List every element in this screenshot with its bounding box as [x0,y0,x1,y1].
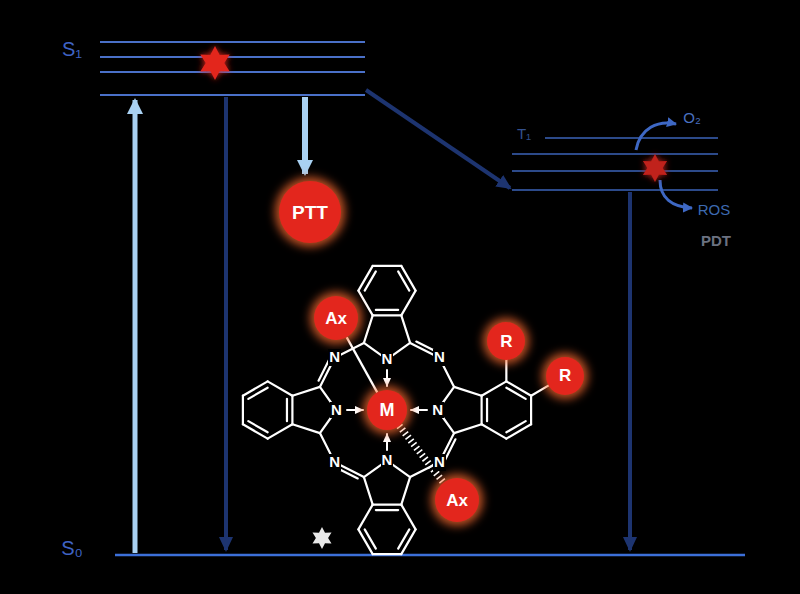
bond-line [268,424,293,438]
atom-label: N [381,351,394,368]
bond-line [482,381,507,395]
bond-line [401,266,415,291]
double-bond-line [486,399,488,421]
bond-line [373,314,402,316]
energy-level-label: S₁ [62,38,82,60]
atom-label: N [330,402,343,419]
node-text: R [500,333,512,350]
axial-ligand-circle: Ax [435,478,479,522]
double-bond-line [506,388,525,399]
substituent-bond [531,385,549,396]
bond-line [454,424,482,433]
bond-line [481,396,483,425]
absorption-arrow [133,100,138,553]
bond-line [506,381,531,395]
node-text: M [380,401,395,419]
ptt-circle: PTT [279,181,341,243]
double-bond-line [365,271,376,290]
isc-arrow [366,90,510,188]
atom-label: N [328,349,341,366]
bond-line [401,529,415,554]
bond-line [291,396,293,425]
bond-line [292,387,320,396]
double-bond-line [286,399,288,421]
energy-level-label: S₀ [61,537,83,559]
ros-label: ROS [698,202,731,219]
axial-bond [347,337,378,392]
double-bond-line [376,309,398,311]
bond-line [358,529,372,554]
bond-line [358,291,372,316]
coordination-arrow [386,434,388,450]
double-bond-line [248,388,267,399]
double-bond-line [506,421,525,432]
bond-line [358,266,372,291]
pdt-label: PDT [701,233,731,250]
axial-ligand-circle: Ax [314,296,358,340]
energy-level-label: T₁ [517,126,531,143]
bond-line [506,424,531,438]
metal-circle: M [367,390,407,430]
double-bond-line [376,509,398,511]
node-text: R [559,367,571,384]
bond-line [292,424,320,433]
node-text: Ax [446,492,468,509]
s0-level [115,554,745,557]
bond-line [401,477,410,505]
bond-line [530,396,532,425]
double-bond-line [248,421,267,432]
t1-levels [512,138,718,190]
bond-line [268,381,293,395]
substituent-bond [505,359,507,381]
bond-line [454,387,482,396]
phthalocyanine-structure [243,266,550,554]
double-bond-line [398,529,409,548]
double-bond-line [398,271,409,290]
bond-line [373,553,402,555]
node-text: Ax [325,310,347,327]
oxygen-label: O₂ [683,110,701,127]
stars [200,46,667,549]
star-symbol [643,154,667,182]
bond-line [401,315,410,343]
node-text: PTT [292,203,328,222]
atom-label: N [433,349,446,366]
oxygen-curve-arrow [636,123,676,150]
atom-label: N [431,402,444,419]
atom-label: N [433,454,446,471]
bond-line [482,424,507,438]
bond-line [243,381,268,395]
bond-line [364,477,373,505]
atom-label: N [328,454,341,471]
bond-line [373,265,402,267]
double-bond-line [365,529,376,548]
ptt-arrow [302,97,308,174]
bond-line [401,291,415,316]
coordination-arrow [347,409,363,411]
bond-line [373,504,402,506]
fluorescence-arrow [224,97,228,550]
bond-line [243,424,268,438]
star-symbol [313,527,332,549]
ros-curve-arrow [660,180,692,208]
bond-line [364,315,373,343]
bond-line [242,396,244,425]
bond-line [401,505,415,530]
atom-label: N [381,452,394,469]
bond-line [358,505,372,530]
coordination-arrow [386,370,388,386]
phosphorescence-arrow [628,192,632,550]
s1-levels [100,42,365,95]
substituent-circle: R [546,357,584,395]
coordination-arrow [411,409,427,411]
star-symbol [200,46,229,80]
substituent-circle: R [487,322,525,360]
